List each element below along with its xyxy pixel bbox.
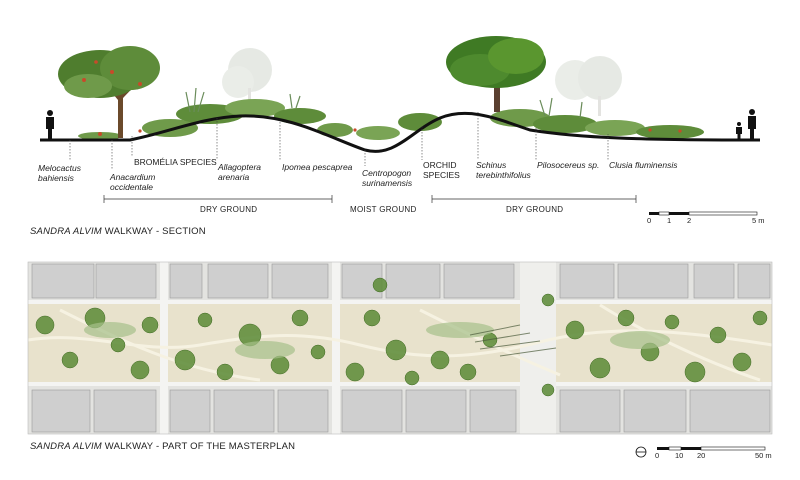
masterplan-scale-bar: [657, 446, 766, 451]
section-scale-end: 5 m: [752, 216, 765, 225]
masterplan-scale-tick-10: 10: [675, 451, 684, 460]
background-trees: [222, 48, 622, 116]
zone-dimension-lines: [103, 195, 637, 203]
leader-lines: [69, 112, 609, 170]
masterplan-scale-end: 50 m: [755, 451, 772, 460]
masterplan-caption: SANDRA ALVIM WALKWAY - PART OF THE MASTE…: [30, 441, 296, 452]
section-caption: SANDRA ALVIM WALKWAY - SECTION: [30, 226, 206, 237]
plant-label-ipomea: Ipomea pescaprea: [282, 162, 353, 172]
masterplan-drawing: [27, 261, 773, 435]
north-arrow-icon: [635, 446, 647, 458]
plant-label-bromelia: BROMÉLIA SPECIES: [134, 157, 217, 167]
section-scale-tick-1: 1: [667, 216, 672, 225]
masterplan-scale-tick-20: 20: [697, 451, 706, 460]
person-silhouette-right: [736, 109, 756, 140]
plant-label-clusia: Clusia fluminensis: [609, 160, 678, 170]
zone-label-moist: MOIST GROUND: [350, 205, 417, 214]
anacardium-tree: [58, 46, 160, 138]
plant-label-pilosocereus: Pilosocereus sp.: [537, 160, 600, 170]
person-silhouette-left: [46, 110, 54, 140]
zone-label-dry-left: DRY GROUND: [200, 205, 258, 214]
masterplan-scale-tick-0: 0: [655, 451, 660, 460]
section-scale-tick-0: 0: [647, 216, 652, 225]
ground-profile: [40, 111, 761, 153]
zone-label-dry-right: DRY GROUND: [506, 205, 564, 214]
section-scale-tick-2: 2: [687, 216, 692, 225]
schinus-tree: [446, 36, 546, 112]
section-scale-bar: [649, 211, 758, 216]
